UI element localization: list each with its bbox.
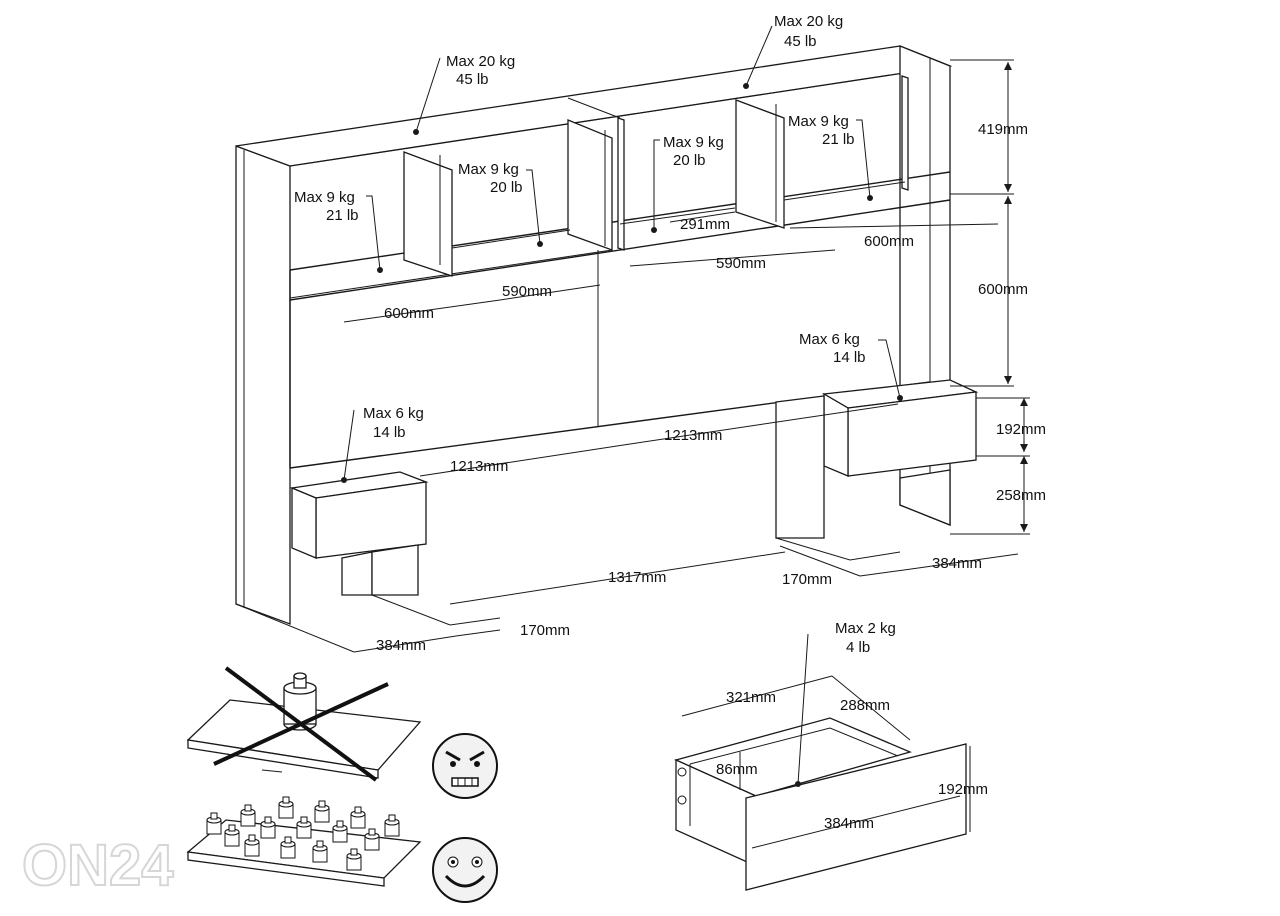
dim-side-depth-left: 384mm (376, 637, 426, 654)
dim-cubby-depth: 291mm (680, 216, 730, 233)
load-label-cubby3-2: 20 lb (673, 152, 706, 169)
cross-line-2 (213, 682, 389, 766)
small-weights (206, 796, 400, 871)
load-label-top-left-2: 45 lb (456, 71, 489, 88)
concentrated-load-icon (186, 672, 422, 779)
headboard-cabinet (235, 45, 979, 626)
weight-icon (260, 816, 276, 839)
drawer-detail (674, 633, 971, 891)
distributed-load-icon (186, 796, 422, 887)
load-label-cubby2-2: 20 lb (490, 179, 523, 196)
drawer-detail-labels: Max 2 kg 4 lb 321mm 288mm 86mm 384mm 192… (716, 620, 988, 832)
weight-icon (346, 848, 362, 871)
weight-icon (206, 812, 222, 835)
leader-lines (341, 25, 903, 483)
load-label-cubby4-2: 21 lb (822, 131, 855, 148)
watermark-logo: ON24 (22, 833, 174, 898)
load-label-cubby4-1: Max 9 kg (788, 113, 849, 130)
dim-middle-height: 600mm (978, 281, 1028, 298)
dim-upper-height: 419mm (978, 121, 1028, 138)
dim-drawer-inner-width: 321mm (726, 689, 776, 706)
dim-drawer-front-height: 192mm (938, 781, 988, 798)
happy-face-icon (432, 837, 498, 903)
load-label-left-drawer-1: Max 6 kg (363, 405, 424, 422)
load-label-right-drawer-1: Max 6 kg (799, 331, 860, 348)
weight-icon (384, 814, 400, 837)
load-label-left-drawer-2: 14 lb (373, 424, 406, 441)
dim-inner-width: 1317mm (608, 569, 666, 586)
load-label-drawer-detail-1: Max 2 kg (835, 620, 896, 637)
weight-icon (364, 828, 380, 851)
weight-icon (312, 840, 328, 863)
left-drawer (289, 471, 429, 559)
load-label-right-drawer-2: 14 lb (833, 349, 866, 366)
dim-panel-width-left: 1213mm (450, 458, 508, 475)
dim-drawer-inner-height: 86mm (716, 761, 758, 778)
wrong-load-example (186, 666, 422, 782)
load-label-drawer-detail-2: 4 lb (846, 639, 870, 656)
dim-leg-depth-right: 170mm (782, 571, 832, 588)
dim-drawer-inner-depth: 288mm (840, 697, 890, 714)
weight-icon (280, 836, 296, 859)
labels: Max 20 kg 45 lb Max 20 kg 45 lb Max 9 kg… (294, 13, 1046, 654)
dim-drawer-height: 192mm (996, 421, 1046, 438)
dim-side-depth-right: 384mm (932, 555, 982, 572)
dim-cubby-width-mid-right: 590mm (716, 255, 766, 272)
dim-cubby-width-right: 600mm (864, 233, 914, 250)
dim-cubby-width-mid-left: 590mm (502, 283, 552, 300)
weight-icon (224, 824, 240, 847)
dim-leg-depth-left: 170mm (520, 622, 570, 639)
weight-icon (350, 806, 366, 829)
dim-cubby-width-left: 600mm (384, 305, 434, 322)
weight-icon (314, 800, 330, 823)
load-label-cubby3-1: Max 9 kg (663, 134, 724, 151)
dim-drawer-front-width: 384mm (824, 815, 874, 832)
load-label-cubby1-2: 21 lb (326, 207, 359, 224)
weight-icon (332, 820, 348, 843)
load-label-top-right-1: Max 20 kg (774, 13, 843, 30)
weight-icon (278, 796, 294, 819)
weight-icon (240, 804, 256, 827)
weight-icon (296, 816, 312, 839)
weight-icon (244, 834, 260, 857)
angry-face-icon (432, 733, 498, 799)
dim-panel-width-right: 1213mm (664, 427, 722, 444)
load-label-cubby1-1: Max 9 kg (294, 189, 355, 206)
right-drawer (821, 379, 979, 477)
load-label-top-right-2: 45 lb (784, 33, 817, 50)
load-label-cubby2-1: Max 9 kg (458, 161, 519, 178)
cubby-dividers (403, 75, 909, 277)
dimension-lines (235, 59, 1030, 653)
dim-leg-height: 258mm (996, 487, 1046, 504)
load-label-top-left-1: Max 20 kg (446, 53, 515, 70)
